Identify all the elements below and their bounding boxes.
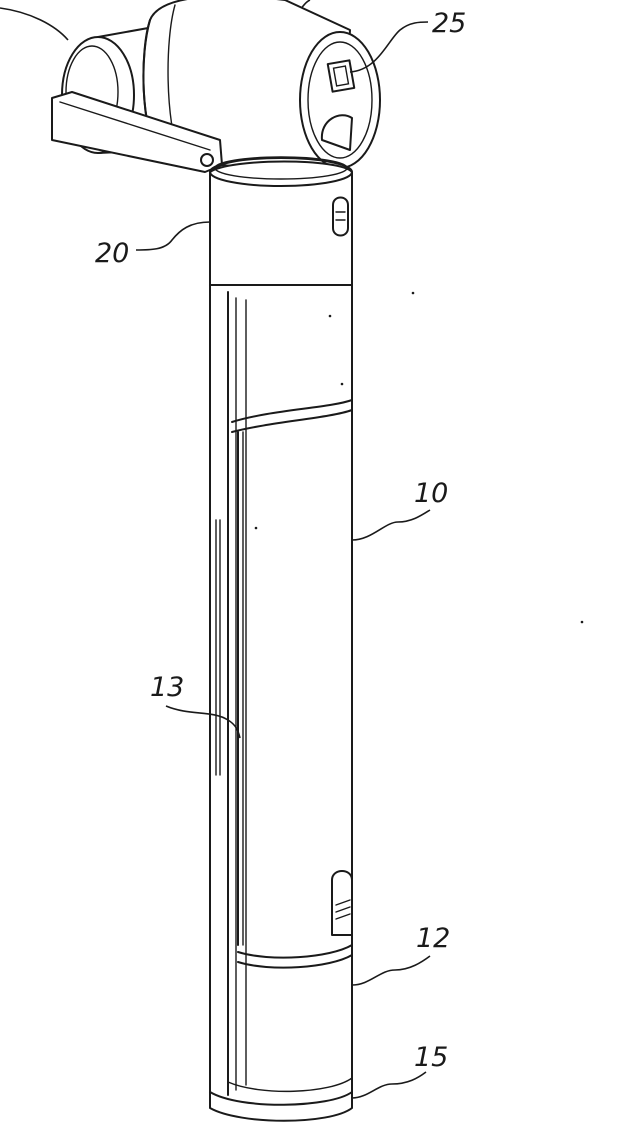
head-assembly — [0, 0, 429, 176]
ref-label-20: 20 — [95, 238, 129, 269]
ref-label-15: 15 — [414, 1042, 448, 1073]
ref-label-13: 13 — [150, 672, 184, 703]
ref-label-12: 12 — [416, 923, 450, 954]
ref-label-10: 10 — [414, 478, 448, 509]
ref-label-25: 25 — [432, 8, 466, 39]
barrel — [165, 284, 584, 1122]
collar — [135, 156, 353, 305]
